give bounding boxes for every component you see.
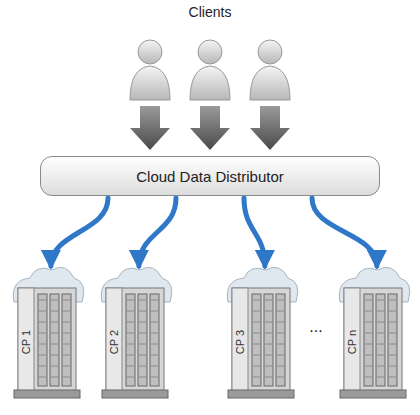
node-label: CP 1 [20,328,32,356]
client-person [130,40,170,100]
node-label: CP n [346,328,358,356]
distributor-box: Cloud Data Distributor [40,156,380,196]
group-title: Clients [189,4,232,20]
request-arrow [190,106,230,150]
request-arrow [250,106,290,150]
client-person [250,40,290,100]
distribution-arrow [312,198,377,266]
ellipsis-label: ... [309,318,322,336]
cloud-server-node: CP 2 [96,262,174,402]
distribution-arrow [139,198,176,266]
cloud-server-node: CP n [334,262,412,402]
cloud-server-node: CP 1 [8,262,86,402]
node-label: CP 2 [108,328,120,356]
client-person [190,40,230,100]
cloud-server-node: CP 3 [222,262,300,402]
distribution-arrow [51,198,108,266]
node-label: CP 3 [234,328,246,356]
distribution-arrow [244,198,265,266]
request-arrow [130,106,170,150]
box-title: Cloud Data Distributor [136,168,284,185]
